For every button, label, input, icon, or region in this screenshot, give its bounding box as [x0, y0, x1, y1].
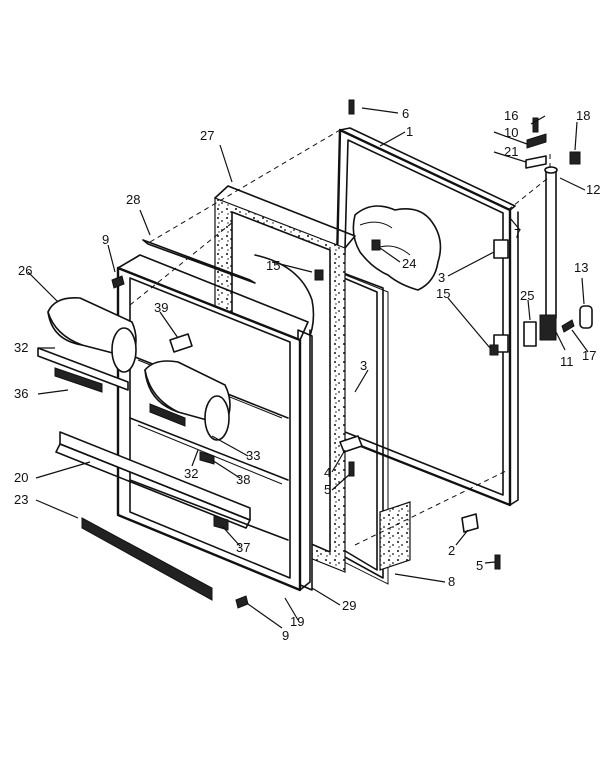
outer-door-panel: [331, 127, 519, 507]
callout-5-bottom: 5: [476, 558, 483, 573]
callout-25: 25: [520, 288, 534, 303]
callout-32-center: 32: [184, 466, 198, 481]
callout-17: 17: [582, 348, 596, 363]
callout-15-right: 15: [436, 286, 450, 301]
cam-4: [339, 435, 363, 453]
stop-24: [371, 239, 381, 251]
screw-5-center: [348, 461, 355, 477]
callout-37: 37: [236, 540, 250, 555]
door-shelf-20: [55, 431, 251, 529]
callout-21: 21: [504, 144, 518, 159]
plug-2: [461, 513, 479, 533]
callout-8: 8: [448, 574, 455, 589]
hinge-block-11: [539, 314, 557, 341]
hinge-bracket-18: [569, 151, 581, 165]
callout-13: 13: [574, 260, 588, 275]
callout-19: 19: [290, 614, 304, 629]
callout-20: 20: [14, 470, 28, 485]
clip-37: [213, 515, 229, 531]
callout-labels: 6 1 27 28 9 26 15 24 3 15 16 10 21 18 12…: [14, 106, 600, 643]
bracket-39: [169, 333, 193, 353]
callout-29: 29: [342, 598, 356, 613]
callout-9-bottom: 9: [282, 628, 289, 643]
insulation-cutaway: [352, 205, 442, 291]
door-shelf-23: [81, 517, 213, 601]
butter-compartment-26: [37, 296, 137, 391]
washer-25: [523, 321, 537, 347]
callout-33: 33: [246, 448, 260, 463]
screw-5-bottom: [494, 554, 501, 570]
callout-7: 7: [514, 226, 521, 241]
callout-23: 23: [14, 492, 28, 507]
callout-28: 28: [126, 192, 140, 207]
door-strip-28: [142, 239, 256, 284]
callout-38: 38: [236, 472, 250, 487]
hinge-pin-10-21: [525, 133, 547, 169]
dairy-compartment: [144, 360, 231, 441]
callout-18: 18: [576, 108, 590, 123]
alignment-lines: [129, 129, 551, 546]
screw-9-top: [111, 275, 125, 289]
callout-39: 39: [154, 300, 168, 315]
hinge-bottom-plate: [379, 501, 411, 571]
callout-2: 2: [448, 543, 455, 558]
callout-11: 11: [560, 354, 574, 369]
callout-1: 1: [406, 124, 413, 139]
clip-38: [199, 451, 215, 465]
callout-24: 24: [402, 256, 416, 271]
callout-5-center: 5: [324, 482, 331, 497]
callout-32-left: 32: [14, 340, 28, 355]
spacer-13: [579, 305, 593, 329]
callout-4: 4: [324, 465, 331, 480]
screw-9-bottom: [235, 595, 249, 609]
callout-9-top: 9: [102, 232, 109, 247]
callout-15-left: 15: [266, 258, 280, 273]
screw-17: [561, 319, 575, 333]
callout-27: 27: [200, 128, 214, 143]
callout-3-lower: 3: [360, 358, 367, 373]
callout-36: 36: [14, 386, 28, 401]
callout-26: 26: [18, 263, 32, 278]
hinge-screw-16: [532, 117, 539, 133]
callout-6: 6: [402, 106, 409, 121]
callout-12: 12: [586, 182, 600, 197]
door-shelf-36: [54, 367, 186, 427]
callout-3-upper: 3: [438, 270, 445, 285]
callout-10: 10: [504, 125, 518, 140]
cap-15: [314, 269, 499, 356]
leader-lines: [27, 107, 589, 629]
hinge-bar-12: [544, 166, 558, 319]
screw-6: [348, 99, 355, 115]
callout-16: 16: [504, 108, 518, 123]
